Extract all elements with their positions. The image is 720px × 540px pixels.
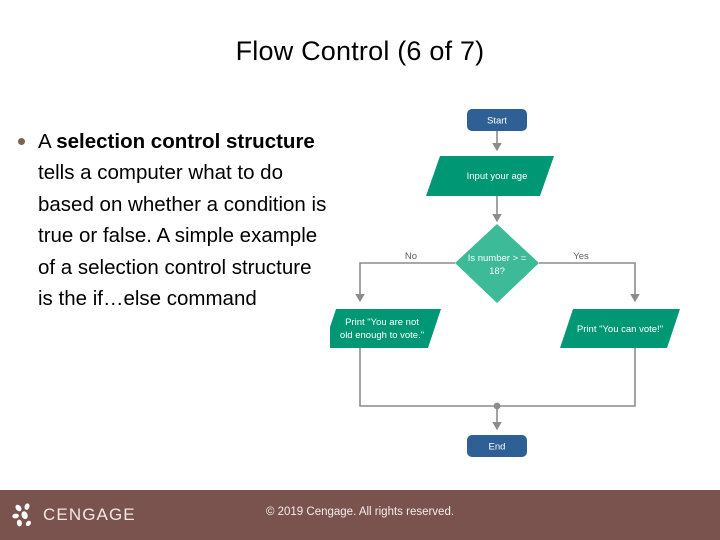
bullet-list: A selection control structure tells a co… — [18, 126, 328, 314]
bullet-dot-icon — [18, 138, 25, 145]
flow-node-print-yes-label: Print "You can vote!" — [577, 324, 663, 335]
bullet-text: A selection control structure tells a co… — [38, 126, 328, 314]
bullet-lead: A — [38, 130, 57, 153]
flow-node-input: Input your age — [426, 156, 554, 196]
flow-node-start-label: Start — [487, 116, 507, 127]
list-item: A selection control structure tells a co… — [18, 126, 328, 314]
bullet-bold-term: selection control structure — [56, 130, 315, 153]
flow-node-decision-label-line2: 18? — [489, 266, 505, 277]
cengage-wordmark: CENGAGE — [43, 505, 136, 524]
copyright-text: © 2019 Cengage. All rights reserved. — [265, 506, 455, 518]
flow-node-print-no-label-line1: Print "You are not — [345, 317, 419, 328]
cengage-petal-icon — [12, 503, 31, 527]
cengage-logo: CENGAGE — [10, 499, 136, 531]
flow-node-print-yes: Print "You can vote!" — [560, 309, 680, 348]
flow-node-input-label: Input your age — [467, 171, 528, 182]
flow-node-print-no-label-line2: old enough to vote." — [340, 330, 424, 341]
flow-node-end-label: End — [489, 442, 506, 453]
flow-node-decision-label-line1: Is number > = — [468, 253, 527, 264]
branch-label-no: No — [405, 251, 417, 262]
flow-node-end: End — [467, 435, 527, 457]
bullet-rest: tells a computer what to do based on whe… — [38, 161, 327, 311]
branch-label-yes: Yes — [573, 251, 589, 262]
flowchart-diagram: Start Input your age Is number > = 18? N… — [330, 96, 720, 482]
page-title: Flow Control (6 of 7) — [235, 36, 485, 66]
flow-node-start: Start — [467, 109, 527, 131]
flow-node-decision: Is number > = 18? — [455, 224, 539, 303]
flow-connectors — [355, 131, 640, 431]
merge-junction-dot — [493, 402, 501, 410]
footer-bar: CENGAGE © 2019 Cengage. All rights reser… — [0, 490, 720, 540]
flow-node-print-no: Print "You are not old enough to vote." — [330, 309, 441, 348]
